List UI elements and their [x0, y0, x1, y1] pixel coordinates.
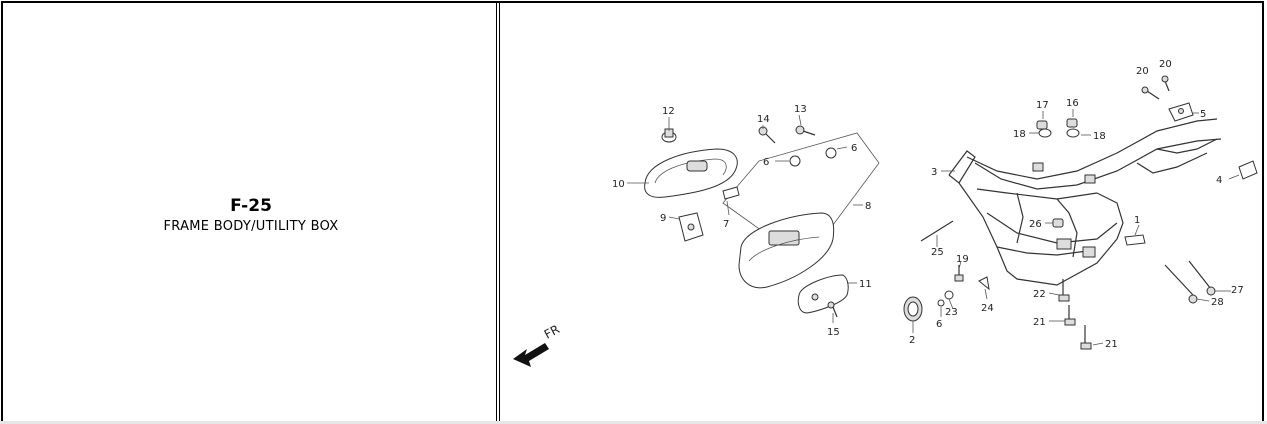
callout-21-a: 21	[1033, 317, 1046, 328]
direction-label: FR	[542, 322, 562, 342]
callout-labels: 12 14 13 10 6 6 9 7 8 11 15 3 17 16 18 1…	[612, 59, 1244, 350]
collar-parts	[789, 147, 837, 167]
screw-part	[827, 301, 838, 318]
clamp-part	[1238, 160, 1258, 180]
callout-27: 27	[1231, 285, 1244, 296]
callout-7: 7	[723, 219, 729, 230]
callout-23: 23	[945, 307, 958, 318]
plate-part	[1124, 234, 1146, 246]
callout-28: 28	[1211, 297, 1224, 308]
callout-15: 15	[827, 327, 840, 338]
callout-11: 11	[859, 279, 872, 290]
callout-25: 25	[931, 247, 944, 258]
callout-6-c: 6	[936, 319, 942, 330]
rear-bracket-part	[1168, 102, 1194, 122]
callout-17: 17	[1036, 100, 1049, 111]
front-direction-arrow-icon: FR	[513, 322, 562, 367]
callout-6-a: 6	[763, 157, 769, 168]
frame-body-part	[948, 118, 1222, 286]
callout-24: 24	[981, 303, 994, 314]
title-panel: F-25 FRAME BODY/UTILITY BOX	[3, 3, 500, 421]
callout-6-b: 6	[851, 143, 857, 154]
callout-8: 8	[865, 201, 871, 212]
callout-22: 22	[1033, 289, 1046, 300]
callout-18-a: 18	[1013, 129, 1026, 140]
callout-10: 10	[612, 179, 625, 190]
callout-5: 5	[1200, 109, 1206, 120]
bolt-parts	[758, 125, 816, 144]
callout-13: 13	[794, 104, 807, 115]
callout-12: 12	[662, 106, 675, 117]
callout-1: 1	[1134, 215, 1140, 226]
long-bolt-part	[920, 220, 954, 242]
pivot-bolt-parts	[1164, 260, 1216, 304]
side-cover-part	[644, 148, 738, 198]
cover-plate-part	[797, 274, 849, 314]
callout-2: 2	[909, 335, 915, 346]
callout-14: 14	[757, 114, 770, 125]
diagram-code: F-25	[230, 196, 272, 216]
bottom-strip	[0, 421, 1267, 424]
callout-21-b: 21	[1105, 339, 1118, 350]
callout-20-b: 20	[1159, 59, 1172, 70]
bracket-bolt-parts	[1141, 75, 1170, 100]
exploded-parts-diagram: FR	[513, 59, 1258, 367]
callout-16: 16	[1066, 98, 1079, 109]
nut-part	[1052, 218, 1064, 228]
callout-18-b: 18	[1093, 131, 1106, 142]
leader-lines	[627, 109, 1240, 346]
lower-bolt-parts	[1058, 279, 1092, 350]
diagram-panel: FR	[496, 2, 1264, 421]
utility-box-part	[738, 212, 835, 289]
nut-washer-parts	[1036, 118, 1080, 138]
callout-19: 19	[956, 254, 969, 265]
callout-20-a: 20	[1136, 66, 1149, 77]
small-fastener-parts	[937, 265, 990, 307]
callout-9: 9	[660, 213, 666, 224]
clip-part	[722, 186, 740, 200]
callout-3: 3	[931, 167, 937, 178]
callout-26: 26	[1029, 219, 1042, 230]
pad-part	[678, 212, 704, 242]
diagram-title: FRAME BODY/UTILITY BOX	[163, 219, 339, 234]
callout-4: 4	[1216, 175, 1222, 186]
reflector-part	[903, 296, 923, 322]
